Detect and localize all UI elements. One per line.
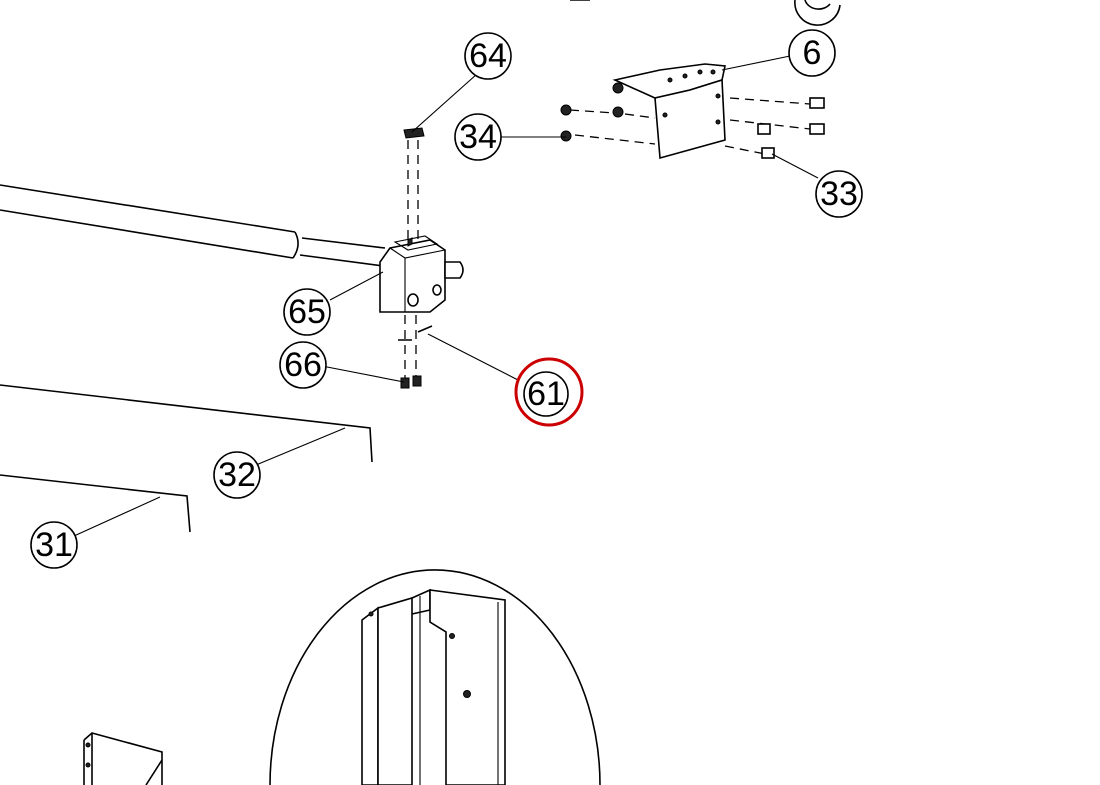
highlight-ring	[514, 357, 584, 427]
callout-6-label: 6	[803, 34, 822, 72]
callout-33-label: 33	[820, 175, 858, 213]
callout-31-label: 31	[35, 526, 73, 564]
leader-lines	[73, 55, 819, 537]
callout-61-label: 61	[527, 375, 565, 413]
bracket-fragment-bottom-left	[83, 732, 163, 785]
callout-6: 6	[788, 29, 836, 77]
fasteners-33-34	[560, 82, 825, 159]
callout-66: 66	[279, 341, 327, 389]
callout-33: 33	[815, 170, 863, 218]
callout-61: 61	[514, 357, 584, 427]
callout-65: 65	[283, 288, 331, 336]
axle-tube	[0, 184, 386, 267]
bracket-6	[612, 63, 726, 160]
bolts-66	[400, 375, 422, 389]
callout-31: 31	[30, 521, 78, 569]
hinge-block	[379, 235, 464, 313]
assembly-dash-lines	[404, 140, 419, 380]
callout-32-label: 32	[218, 456, 256, 494]
panel-32	[0, 384, 373, 463]
clip-61	[398, 325, 433, 341]
callout-64-label: 64	[469, 37, 507, 75]
wheel-fragment	[570, 0, 841, 26]
detail-view	[269, 569, 601, 785]
callout-66-label: 66	[284, 346, 322, 384]
callout-65-label: 65	[288, 293, 326, 331]
callout-34-label: 34	[459, 118, 497, 156]
callout-32: 32	[213, 451, 261, 499]
callout-64: 64	[464, 32, 512, 80]
callout-34: 34	[454, 113, 502, 161]
panel-31	[0, 474, 191, 533]
